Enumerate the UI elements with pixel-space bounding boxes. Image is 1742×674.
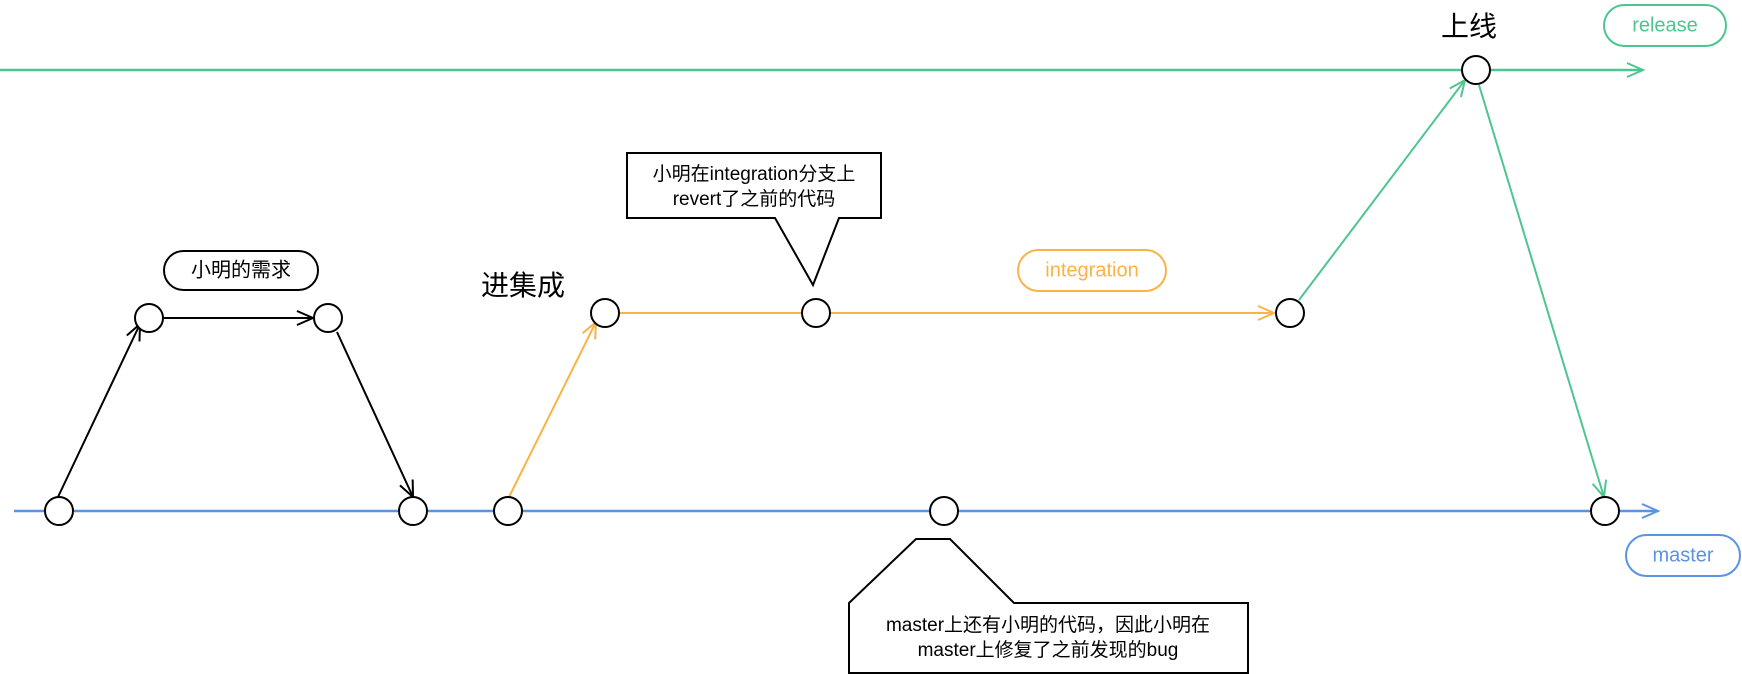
- integration-branch-label: integration: [1017, 249, 1167, 292]
- revert-callout-line2: revert了之前的代码: [673, 188, 836, 210]
- commit-node: [134, 303, 164, 333]
- feature-need-text: 小明的需求: [191, 258, 291, 281]
- commit-node: [590, 298, 620, 328]
- master-branch-text: master: [1652, 544, 1713, 566]
- bugfix-callout: master上还有小明的代码，因此小明在 master上修复了之前发现的bug: [848, 538, 1249, 674]
- commit-node: [493, 496, 523, 526]
- commit-node: [1461, 55, 1491, 85]
- revert-callout: 小明在integration分支上 revert了之前的代码: [626, 152, 882, 288]
- release-branch-label: release: [1603, 4, 1727, 47]
- bugfix-callout-line2: master上修复了之前发现的bug: [918, 639, 1179, 661]
- master-to-integration-arrow: [508, 319, 598, 498]
- revert-callout-line1: 小明在integration分支上: [653, 163, 856, 185]
- go-live-label: 上线: [1441, 11, 1497, 42]
- commit-node: [929, 496, 959, 526]
- master-branch-label: master: [1625, 534, 1741, 577]
- enter-integration-label: 进集成: [481, 270, 565, 301]
- release-to-master-arrow: [1478, 84, 1608, 500]
- commit-node: [1590, 496, 1620, 526]
- commit-node: [313, 303, 343, 333]
- commit-node: [44, 496, 74, 526]
- commit-node: [1275, 298, 1305, 328]
- feature-branch-arrow-up: [57, 321, 142, 498]
- commit-node: [398, 496, 428, 526]
- commit-node: [801, 298, 831, 328]
- feature-need-label: 小明的需求: [163, 250, 319, 291]
- release-branch-text: release: [1632, 14, 1698, 36]
- bugfix-callout-line1: master上还有小明的代码，因此小明在: [886, 614, 1210, 636]
- feature-branch-arrow-down: [336, 331, 415, 500]
- integration-to-release-arrow: [1298, 78, 1467, 301]
- integration-branch-text: integration: [1045, 259, 1138, 281]
